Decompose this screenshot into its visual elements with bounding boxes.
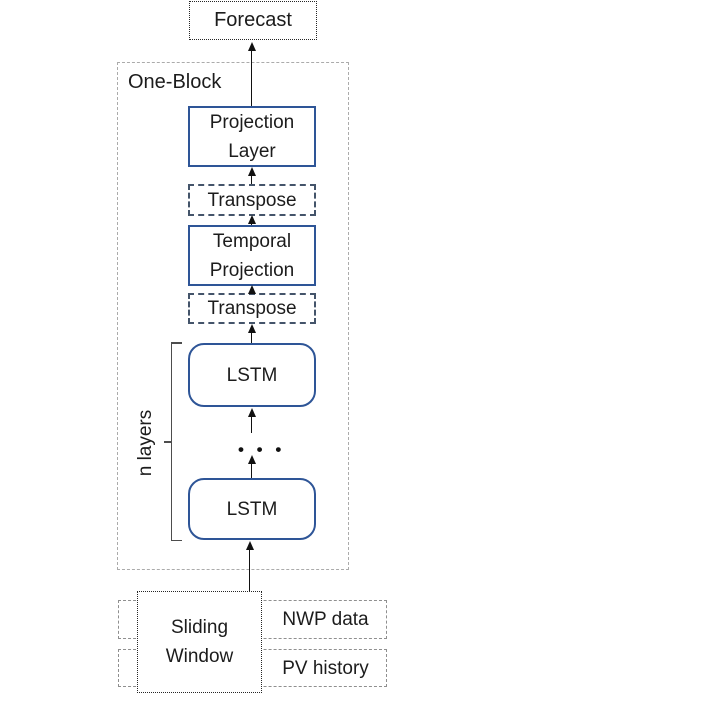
arrow-window-to-lstm xyxy=(244,541,255,591)
n-layers-label: n layers xyxy=(135,409,156,477)
one-block-container xyxy=(117,62,349,570)
arrow-lstm-bottom-to-dots xyxy=(246,455,257,478)
forecast-label: Forecast xyxy=(214,9,292,31)
temporal-projection-label: Temporal Projection xyxy=(209,230,295,281)
one-block-label: One-Block xyxy=(128,71,222,93)
pv-history-label: PV history xyxy=(282,657,369,679)
arrow-temporal-to-transpose xyxy=(246,215,257,225)
ellipsis-dots: • • • xyxy=(238,440,286,459)
lstm-top-label: LSTM xyxy=(226,364,278,386)
arrow-dots-to-lstm-top xyxy=(246,408,257,433)
arrow-transpose-to-temporal xyxy=(246,285,257,294)
lstm-bottom-label: LSTM xyxy=(226,498,278,520)
forecast-box: Forecast xyxy=(189,1,317,40)
projection-layer-label: Projection Layer xyxy=(209,111,295,162)
projection-layer-box: Projection Layer xyxy=(188,106,316,167)
sliding-window-box: Sliding Window xyxy=(137,591,262,693)
arrow-projection-to-forecast xyxy=(246,42,257,106)
arrow-transpose-to-projection xyxy=(246,167,257,184)
temporal-projection-box: Temporal Projection xyxy=(188,225,316,286)
arrow-lstm-to-transpose xyxy=(246,324,257,343)
transpose-top-box: Transpose xyxy=(188,184,316,216)
transpose-bottom-label: Transpose xyxy=(207,298,297,319)
lstm-bottom-box: LSTM xyxy=(188,478,316,540)
nwp-data-label: NWP data xyxy=(282,609,369,630)
transpose-bottom-box: Transpose xyxy=(188,293,316,324)
lstm-top-box: LSTM xyxy=(188,343,316,407)
sliding-window-label: Sliding Window xyxy=(165,617,234,667)
transpose-top-label: Transpose xyxy=(207,189,297,211)
n-layers-bracket xyxy=(164,342,182,541)
